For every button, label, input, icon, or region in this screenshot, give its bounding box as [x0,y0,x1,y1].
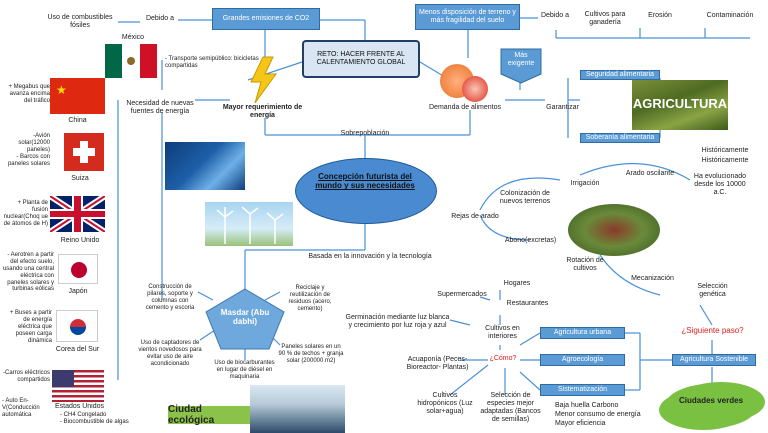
agricultura-image [632,80,728,130]
corea-text: + Buses a partir de energía eléctrica qu… [9,310,52,344]
irrigacion-text: Irrigación [570,180,600,187]
sostenible-box: Agricultura Sostenible [672,354,756,366]
mas-exigente-shape [500,48,542,84]
masdar-biocarburantes: Uso de biocarburantes en lugar de diésel… [214,360,275,380]
suiza-text: -Avión solar(12000 paneles) - Barcos con… [7,133,50,167]
sobrepoblacion-text: Sobrepoblación [340,130,390,137]
usa-bottom-text: - CH4 Congelado - Biocombustible de alga… [60,412,129,425]
usa-text: -Carros eléctricos compartidos [2,370,50,383]
china-label: China [68,117,87,124]
hidroponicos-text: Cultivos hidropónicos (Luz solar+agua) [417,392,473,416]
supermercados-text: Supermercados [437,291,487,298]
city-image [250,385,345,433]
especies-text: Selección de especies mejor adaptadas (B… [480,392,541,424]
cultivos-interiores-text: Cultivos en interiores [485,325,520,341]
mayor-energia-text: Mayor requerimiento de energía [222,104,303,120]
mecanizacion-text: Mecanización [631,275,674,282]
seguridad-box: Seguridad alimentaria [580,70,660,80]
masdar-captadores: Uso de captadores de vientos novedosos p… [138,340,202,367]
suiza-label: Suiza [71,175,89,182]
rotacion-text: Rotación de cultivos [566,257,604,273]
suiza-flag [64,133,104,171]
erosion-text: Erosión [648,12,672,19]
historicamente-1: Históricamente [701,147,749,154]
abono-text: Abono(excretas) [504,237,557,244]
agricultura-title: AGRICULTURA [632,96,728,111]
usa-flag [52,370,104,402]
soberania-box: Soberanía alimentaria [580,133,660,143]
concepcion-text: Concepción futurista del mundo y sus nec… [315,172,415,191]
uso-combustibles-text: Uso de combustibles fósiles [47,14,113,30]
grandes-emisiones-box: Grandes emisiones de CO2 [212,8,320,30]
solar-panels-image [165,142,245,190]
usa-extra-text: - Auto En- V(Conducción automática [2,398,40,418]
sistematizacion-box: Sistematización [540,384,625,396]
uk-text: + Planta de fusión nuclear(Choq ue de át… [3,200,48,227]
debido-a-text-2: Debido a [540,12,570,19]
japon-flag [58,254,98,284]
arado-text: Arado oscilante [625,170,675,177]
urbana-box: Agricultura urbana [540,327,625,339]
masdar-construccion: Construcción de pilares, soporte y colum… [145,284,195,311]
japon-text: - Aerotren a partir del efecto suelo, us… [2,252,54,293]
agroecologia-box: Agroecología [540,354,625,366]
windmill-icon [216,206,284,244]
garantizar-text: Garantizar [546,104,579,111]
historicamente-2: Históricamente [701,157,749,164]
mas-exigente-text: Más exigente [507,52,535,68]
basada-text: Basada en la innovación y la tecnología [308,253,432,260]
restaurantes-text: Restaurantes [506,300,549,307]
seleccion-text: Selección genética [697,283,728,299]
ha-evolucionado-text: Ha evolucionado desde los 10000 a.C. [693,173,747,197]
hogares-text: Hogares [503,280,531,287]
mexico-text: - Transporte semipúblico: bicicletas com… [165,56,259,69]
necesidad-energia-text: Necesidad de nuevas fuentes de energía [126,100,194,116]
acuaponia-text: Acuaponía (Peces-Bioreactor- Plantas) [406,356,469,372]
contaminacion-text: Contaminación [706,12,754,19]
china-flag: ★ [50,78,105,114]
masdar-reciclaje: Reciclaje y reutilización de residuos (a… [288,285,332,312]
grapefruit-half-icon [462,76,488,102]
corea-label: Corea del Sur [55,346,100,353]
como-text: ¿Cómo? [489,355,517,362]
lightning-icon [250,56,277,104]
germinacion-text: Germinación mediante luz blanca y crecim… [345,314,450,330]
rejas-text: Rejas de arado [451,213,499,220]
china-text: + Megabus que avanza encima del tráfico [8,84,50,104]
usa-label: Estados Unidos [54,403,105,410]
mexico-flag [105,44,157,78]
huella-text: Baja huella Carbono Menor consumo de ene… [555,402,641,428]
cultivos-ganaderia-text: Cultivos para ganadería [584,11,626,27]
reto-box: RETO: HACER FRENTE AL CALENTAMIENTO GLOB… [302,40,420,78]
debido-a-text-1: Debido a [145,15,175,22]
ciudad-ecologica-label: Ciudad ecológica [168,404,250,426]
masdar-pentagon [205,288,285,350]
mexico-label: México [121,34,145,41]
masdar-title: Masdar (Abu dabhi) [220,308,270,327]
ciudades-verdes-text: Ciudades verdes [678,396,744,405]
concepcion-ellipse [295,158,437,224]
colonizacion-text: Colonización de nuevos terrenos [499,190,551,206]
demanda-text: Demanda de alimentos [429,104,501,111]
corea-flag [56,310,98,342]
crops-image [568,204,660,256]
wind-turbines-image [205,202,293,246]
masdar-paneles: Paneles solares en un 90 % de techos + g… [278,344,344,364]
siguiente-paso-text: ¿Siguiente paso? [681,326,744,335]
uk-label: Reino Unido [60,237,100,244]
uk-flag [50,196,105,232]
ciudades-verdes-cloud [665,384,757,428]
japon-label: Japón [68,288,88,295]
menos-disposicion-box: Menos disposición de terreno y más fragi… [415,4,520,30]
